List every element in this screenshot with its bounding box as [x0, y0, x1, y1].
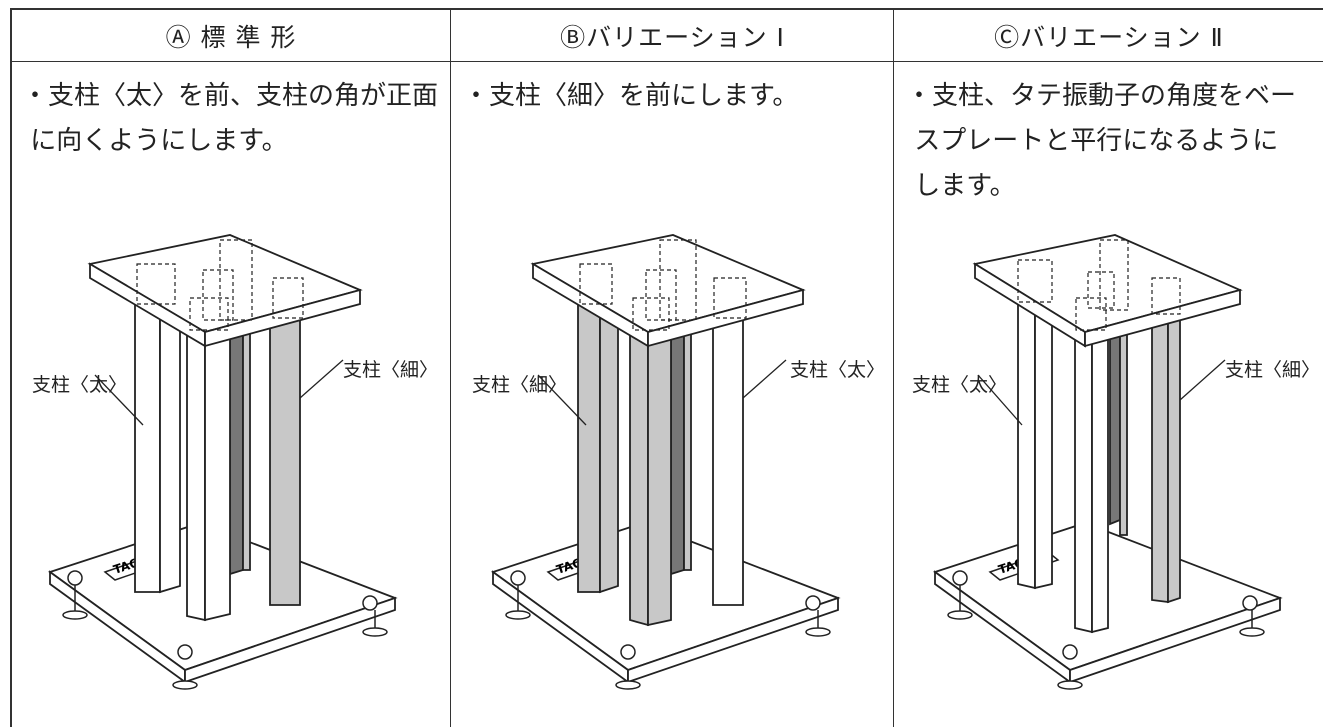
- description-line: ・支柱、タテ振動子の角度をベー: [906, 81, 1297, 111]
- hidden-post-outlines: [1017, 239, 1181, 331]
- top-board: [972, 234, 1243, 348]
- diagram-frame: [10, 8, 1323, 727]
- leader-line: [977, 374, 1023, 426]
- stand-illustration-variation-1: TAOC: [491, 234, 841, 690]
- description-standard: ・支柱〈太〉を前、支柱の角が正面 に向くようにします。: [22, 74, 438, 164]
- leader-line: [299, 359, 344, 399]
- leader-line: [742, 359, 787, 399]
- description-line: スプレートと平行になるように: [906, 126, 1279, 156]
- description-line: に向くようにします。: [22, 126, 288, 156]
- leader-line: [94, 374, 144, 426]
- header-variation-2: Ⓒバリエーション Ⅱ: [994, 22, 1224, 52]
- posts: [577, 293, 744, 627]
- description-variation-2: ・支柱、タテ振動子の角度をベー スプレートと平行になるように します。: [906, 74, 1296, 209]
- column-divider-1: [450, 8, 451, 727]
- label-thick-post: 支柱〈太〉: [32, 374, 128, 396]
- label-thick-post: 支柱〈太〉: [912, 374, 1008, 396]
- hidden-post-outlines: [136, 239, 304, 331]
- description-line: ・支柱〈細〉を前にします。: [463, 81, 799, 111]
- hidden-post-outlines: [579, 239, 747, 331]
- header-variation-1: Ⓑバリエーション I: [560, 22, 785, 52]
- column-divider-2: [893, 8, 894, 727]
- posts: [134, 293, 301, 622]
- leader-line: [1179, 359, 1226, 401]
- top-board: [87, 234, 363, 348]
- foot-spikes: [505, 544, 831, 690]
- label-thin-post: 支柱〈細〉: [472, 374, 568, 396]
- top-board: [530, 234, 806, 348]
- stand-illustration-standard: TAOC: [48, 234, 398, 690]
- label-thick-post: 支柱〈太〉: [790, 359, 886, 381]
- label-thin-post: 支柱〈細〉: [343, 359, 439, 381]
- description-line: します。: [906, 171, 1016, 201]
- description-line: ・支柱〈太〉を前、支柱の角が正面: [22, 81, 439, 111]
- leader-line: [537, 374, 587, 426]
- stand-illustration-variation-2: TAOC: [933, 234, 1283, 690]
- label-thin-post: 支柱〈細〉: [1225, 359, 1321, 381]
- description-variation-1: ・支柱〈細〉を前にします。: [463, 74, 798, 119]
- header-divider: [10, 61, 1323, 62]
- header-standard: Ⓐ 標 準 形: [165, 22, 297, 52]
- foot-spikes: [947, 544, 1265, 690]
